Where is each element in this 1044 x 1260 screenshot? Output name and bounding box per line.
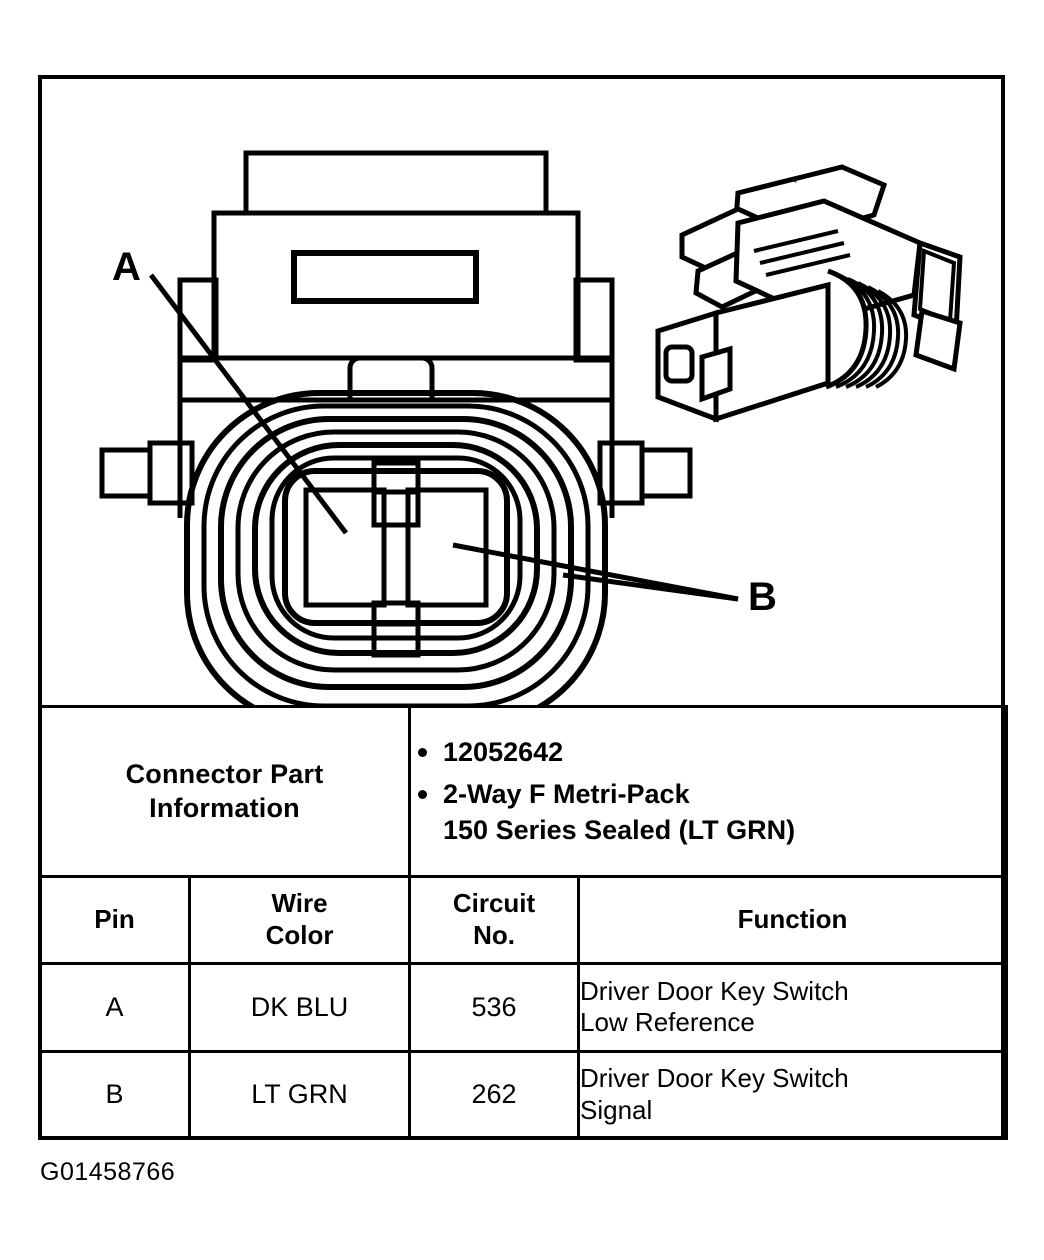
callout-label-a: A: [112, 245, 141, 289]
row-1-function-line1: Driver Door Key Switch: [580, 1063, 849, 1094]
table-row: A DK BLU 536 Driver Door Key Switch Low …: [38, 962, 1009, 1053]
table-row: B LT GRN 262 Driver Door Key Switch Sign…: [38, 1049, 1009, 1141]
row-1-pin: B: [38, 1049, 191, 1141]
part-description-item: 2-Way F Metri-Pack 150 Series Sealed (LT…: [411, 777, 1005, 847]
connector-illustration: A B: [38, 75, 1005, 705]
table-header-row: Pin Wire Color Circuit No. Function: [38, 874, 1009, 966]
part-information-label-line2: Information: [149, 793, 300, 824]
part-information-values: 12052642 2-Way F Metri-Pack 150 Series S…: [408, 705, 1009, 878]
part-information-label: Connector Part Information: [37, 705, 412, 878]
figure-id-caption: G01458766: [40, 1158, 176, 1186]
connector-isometric-view: [655, 164, 963, 423]
row-0-function-line1: Driver Door Key Switch: [580, 975, 849, 1006]
header-circuit-no-line2: No.: [473, 920, 515, 951]
callout-a-leader: [149, 273, 348, 535]
header-circuit-no: Circuit No.: [408, 874, 581, 966]
part-number-item: 12052642: [411, 735, 1005, 770]
row-0-circuit-no: 536: [408, 962, 581, 1053]
part-description-line2: 150 Series Sealed (LT GRN): [443, 814, 796, 845]
header-pin: Pin: [38, 874, 191, 966]
row-0-function: Driver Door Key Switch Low Reference: [577, 962, 1009, 1053]
row-0-wire-color: DK BLU: [187, 962, 412, 1053]
header-wire-color-line1: Wire: [271, 888, 328, 919]
callout-b-leader-lower: [562, 572, 739, 602]
row-1-function: Driver Door Key Switch Signal: [577, 1049, 1009, 1141]
part-description-line1: 2-Way F Metri-Pack: [443, 779, 690, 810]
part-information-label-line1: Connector Part: [125, 758, 324, 789]
row-1-circuit-no: 262: [408, 1049, 581, 1141]
row-0-function-line2: Low Reference: [580, 1007, 755, 1038]
row-0-pin: A: [38, 962, 191, 1053]
header-function: Function: [577, 874, 1009, 966]
connector-spec-table: Connector Part Information 12052642 2-Wa…: [37, 705, 1009, 1141]
part-number-value: 12052642: [443, 737, 564, 768]
row-1-wire-color: LT GRN: [187, 1049, 412, 1141]
row-1-function-line2: Signal: [580, 1094, 653, 1125]
header-wire-color: Wire Color: [187, 874, 412, 966]
part-information-row: Connector Part Information 12052642 2-Wa…: [37, 705, 1009, 878]
header-wire-color-line2: Color: [265, 920, 334, 951]
connector-face-view: [99, 150, 693, 705]
callout-label-b: B: [748, 575, 777, 619]
callout-leaders: [149, 273, 739, 602]
header-circuit-no-line1: Circuit: [452, 888, 536, 919]
